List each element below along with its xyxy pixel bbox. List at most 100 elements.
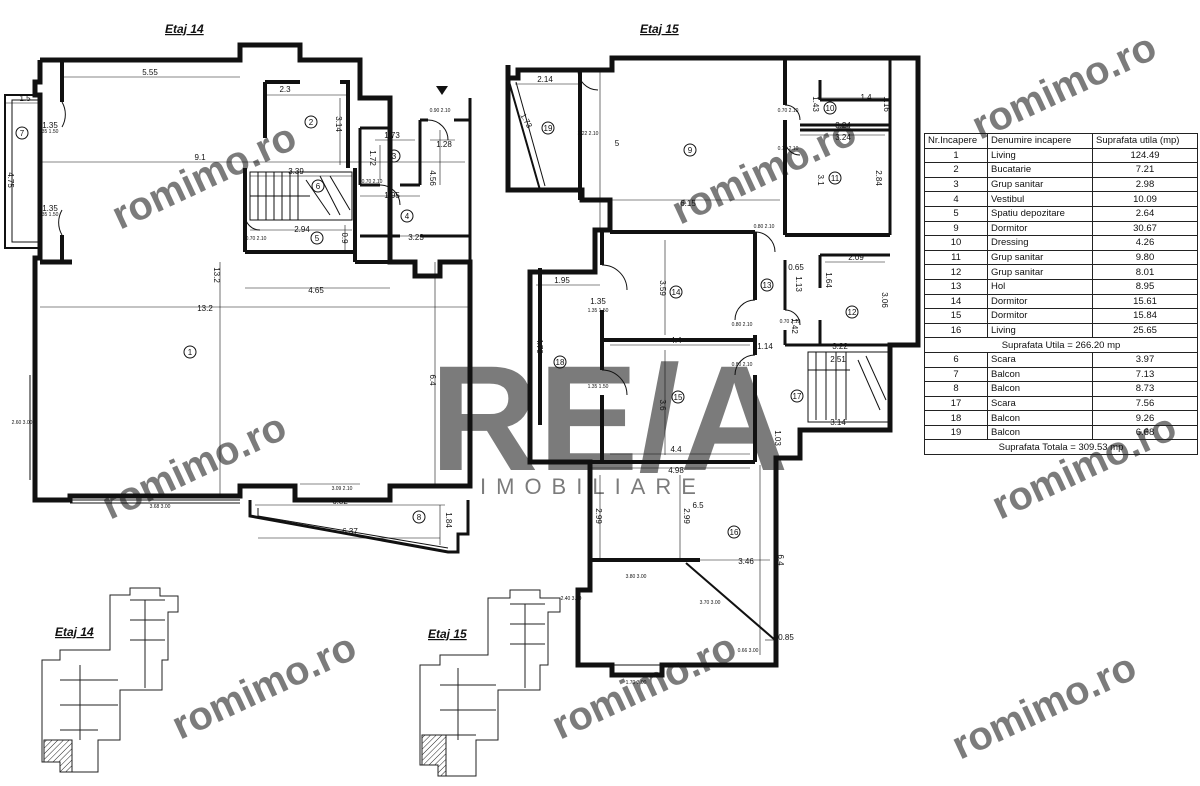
room-number: 11 [924,249,988,266]
room-area: 6.68 [1092,424,1198,441]
room-area: 4.26 [1092,235,1198,251]
svg-text:15: 15 [674,393,683,402]
door-label: 0.70 2.10 [778,146,799,152]
dim-label: 4.79 [535,338,544,354]
floor-14-title: Etaj 14 [165,22,204,36]
dim-label: 2.84 [874,170,883,186]
door-label: 0.70 2.10 [778,108,799,114]
dim-label: 2.09 [848,253,864,262]
door-label: 2.60 3.00 [12,420,33,426]
room-area: 15.61 [1092,293,1198,310]
watermark-site: romimo.ro [965,25,1163,148]
room-number: 13 [924,278,988,295]
door-label: 3.68 3.00 [150,504,171,510]
room-name: Grup sanitar [987,176,1093,193]
svg-text:17: 17 [793,392,802,401]
room-area: 2.64 [1092,205,1198,222]
room-name: Hol [987,278,1093,295]
svg-text:4: 4 [405,212,410,221]
dim-label: 2.51 [830,355,846,364]
room-number: 16 [924,322,988,339]
minimap-15-title: Etaj 15 [428,627,467,641]
room-name: Balcon [987,410,1093,426]
room-number: 12 [924,264,988,280]
dim-label: 3.14 [334,116,343,132]
room-number: 2 [924,162,988,178]
svg-text:18: 18 [556,358,565,367]
room-number: 17 [924,395,988,412]
dim-label: 1.84 [444,512,453,528]
table-summary-row: Suprafata Utila = 266.20 mp [924,337,1198,353]
room-name: Living [987,147,1093,164]
dim-label: 4.4 [670,445,682,454]
room-area: 10.09 [1092,191,1198,207]
dim-label: 4.65 [308,286,324,295]
door-label: 0.70 2.10 [246,236,267,242]
room-area: 7.56 [1092,395,1198,412]
svg-text:11: 11 [831,174,840,183]
room-name: Dormitor [987,293,1093,310]
dim-label: 1.13 [794,276,803,292]
floor-14-dimensions: 5.55 2.3 1.5 4.75 1.35 1.35 9.1 3.39 3.1… [6,68,453,536]
dim-label: 3.22 [832,342,848,351]
dim-label: 1.35 [42,204,58,213]
dim-label: 4.98 [668,466,684,475]
watermark-site: romimo.ro [665,110,863,233]
room-area: 15.84 [1092,308,1198,324]
dim-label: 3.1 [816,174,825,186]
table-header: Nr.Incapere [924,133,988,149]
watermark-site: romimo.ro [95,405,293,528]
dim-label: 1.42 [790,318,799,334]
door-label: 1.35 1.50 [38,129,59,135]
dim-label: 0.85 [778,633,794,642]
room-area: 7.21 [1092,162,1198,178]
door-label: 1.35 1.50 [38,212,59,218]
room-area: 8.95 [1092,278,1198,295]
room-area: 30.67 [1092,220,1198,237]
room-area: 25.65 [1092,322,1198,339]
svg-text:6: 6 [316,182,321,191]
dim-label: 5.55 [142,68,158,77]
dim-label: 3.24 [835,121,851,130]
dim-label: 1.5 [19,94,31,103]
svg-text:12: 12 [848,308,857,317]
room-name: Grup sanitar [987,249,1093,266]
dim-label: 6.4 [776,554,785,566]
room-number: 6 [924,351,988,368]
room-area: 9.26 [1092,410,1198,426]
svg-text:19: 19 [544,124,553,133]
room-number: 14 [924,293,988,310]
dim-label: 3.46 [738,557,754,566]
room-number: 7 [924,366,988,383]
dim-label: 9.1 [194,153,206,162]
dim-label: 6.37 [342,527,358,536]
dim-label: 4.56 [428,170,437,186]
watermark-logo: RE/A [430,334,788,502]
table-header: Suprafata utila (mp) [1092,133,1198,149]
table-header-row: Nr.Incapere Denumire incapere Suprafata … [924,133,1198,149]
dim-label: 13.2 [212,267,221,283]
dim-label: 3.59 [658,280,667,296]
room-name: Dressing [987,235,1093,251]
dim-label: 3.06 [880,292,889,308]
room-area: 3.97 [1092,351,1198,368]
floor-15-plan [505,55,921,678]
summary-util: Suprafata Utila = 266.20 mp [924,337,1198,353]
floor-15-dimensions: 2.14 1.73 5 6.15 1.4 3.24 3.24 1.43 1.16… [518,75,891,686]
room-area: 9.80 [1092,249,1198,266]
room-name: Scara [987,395,1093,412]
dim-label: 4.75 [6,172,15,188]
svg-text:9: 9 [688,146,693,155]
door-label: 3.80 3.00 [626,574,647,580]
